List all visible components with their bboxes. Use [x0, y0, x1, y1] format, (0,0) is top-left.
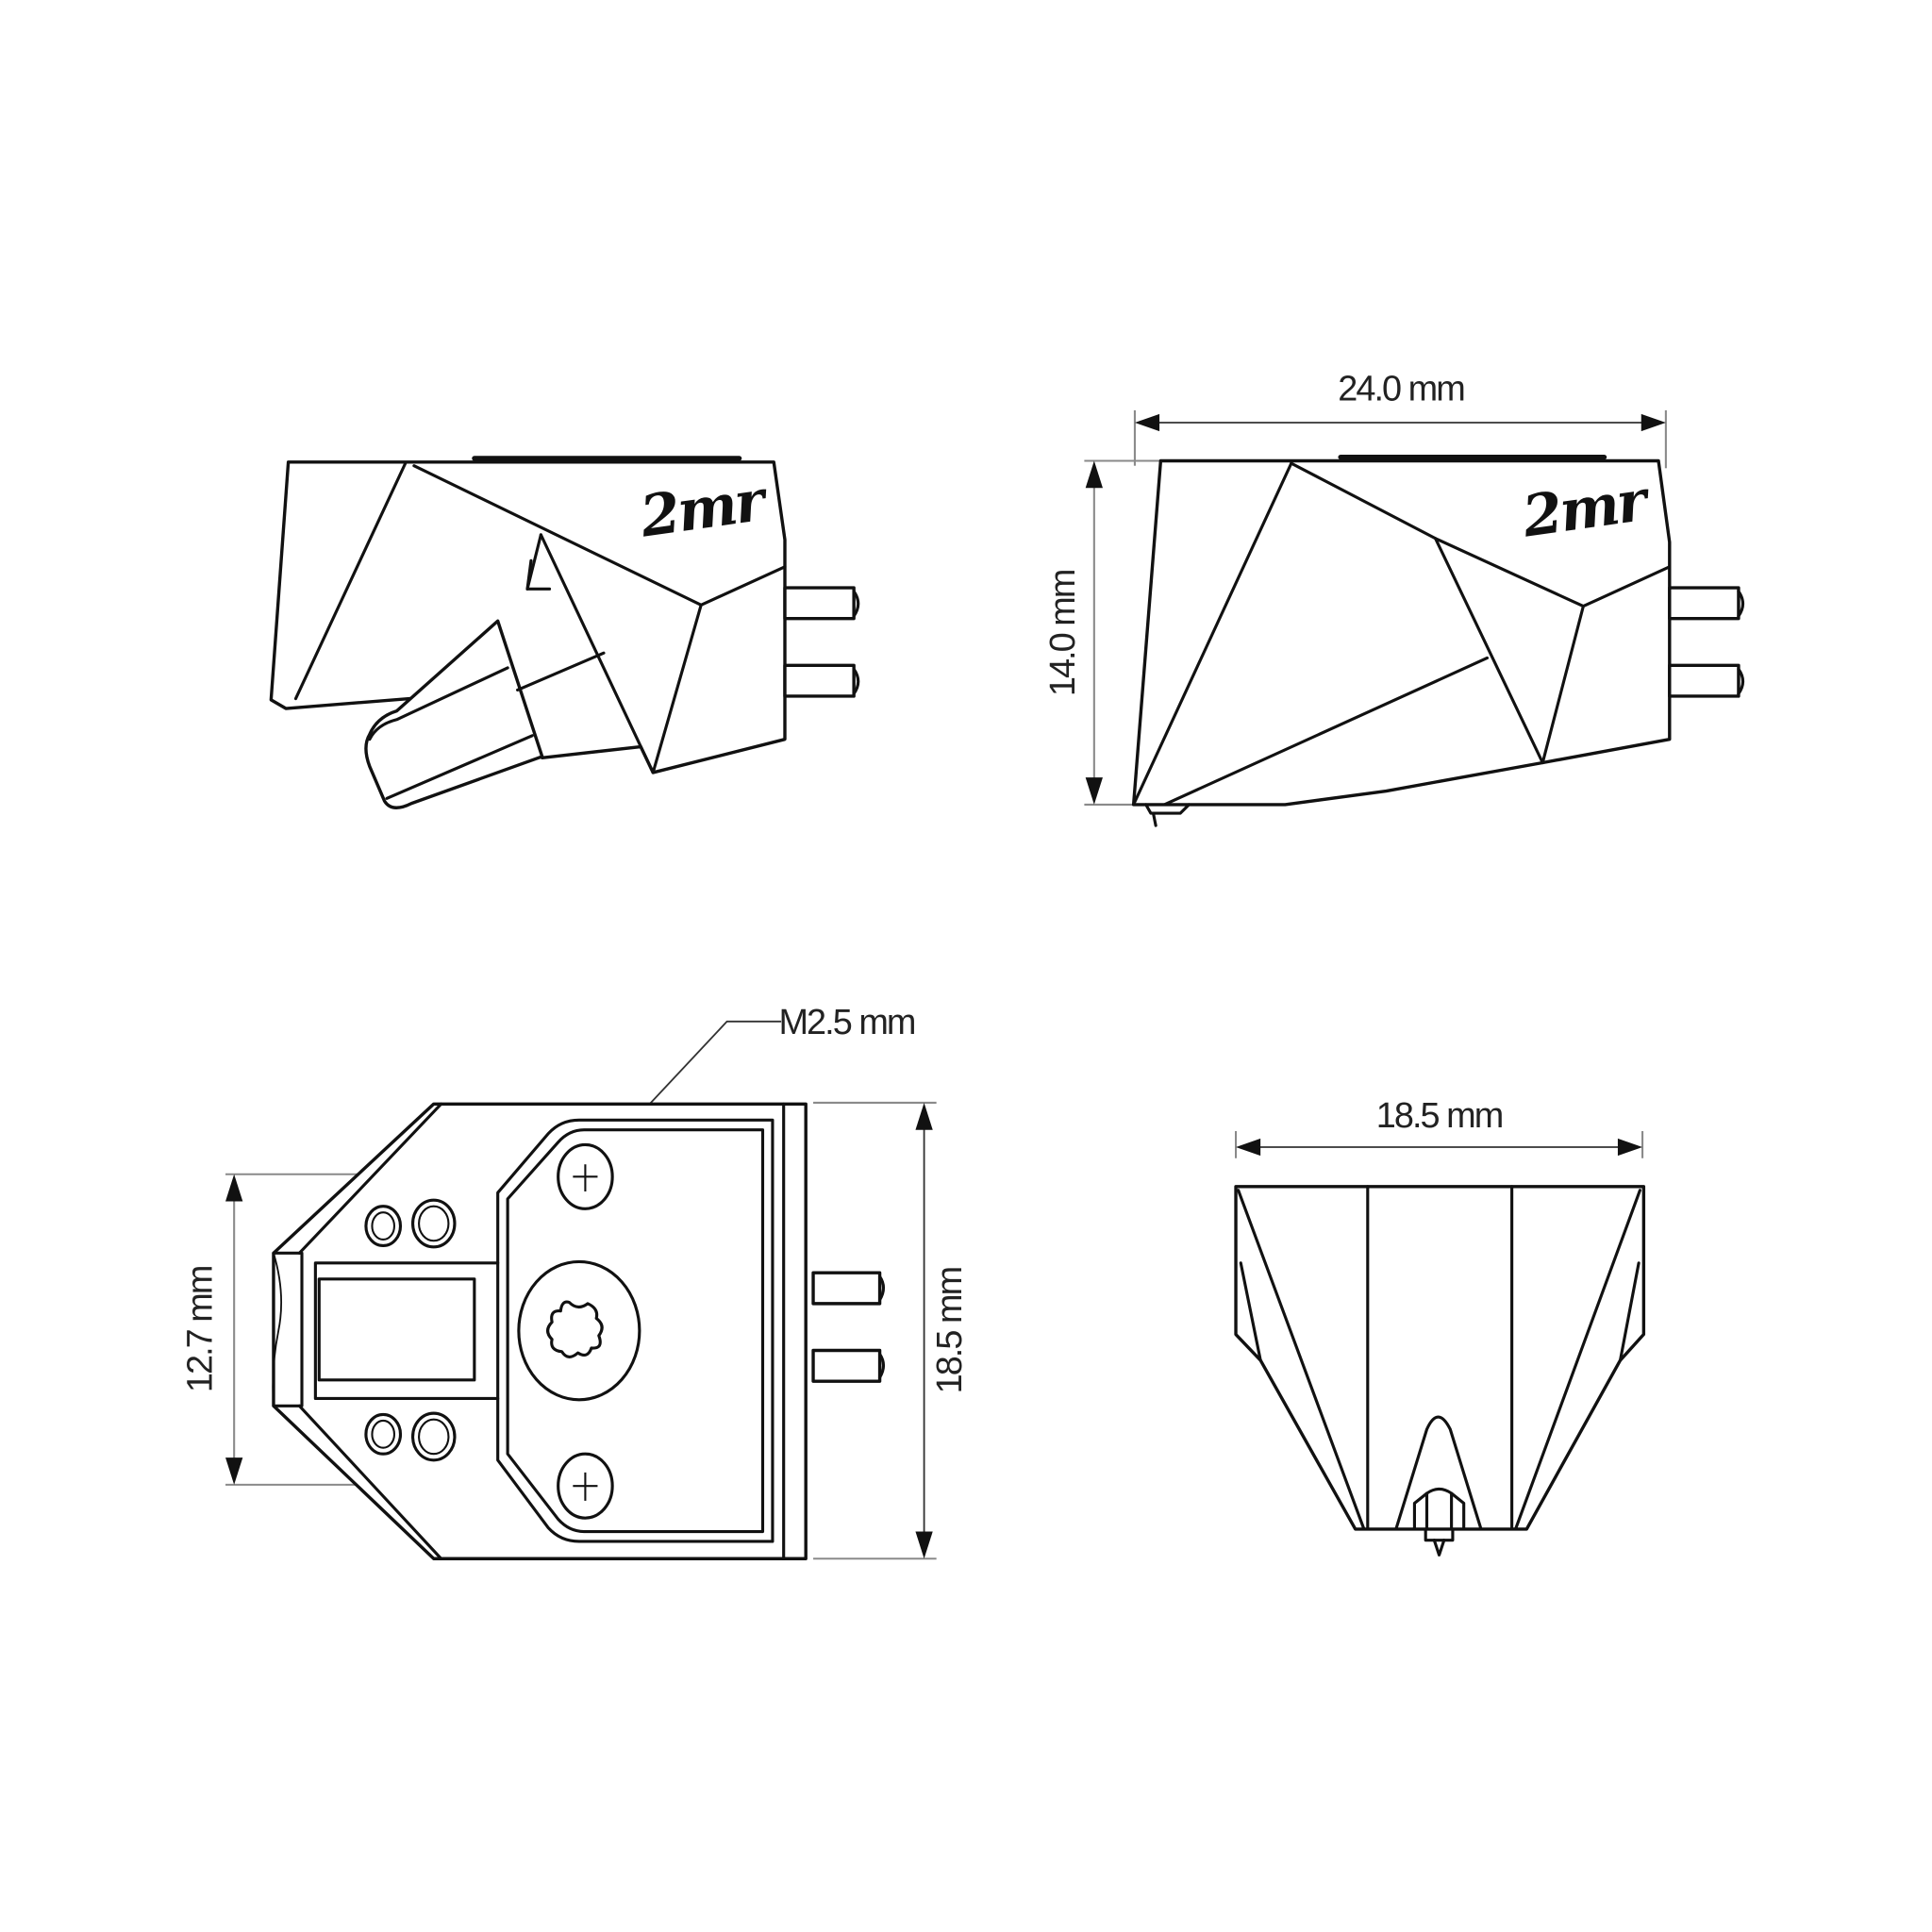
dimension-depth-label: 18.5 mm	[930, 1267, 970, 1393]
screw-size-label: M2.5 mm	[778, 1003, 914, 1042]
front-view: 18.5 mm	[1234, 1096, 1646, 1557]
dimension-width-label: 18.5 mm	[1376, 1096, 1503, 1136]
side-view: 24.0 mm 14.0 mm 2mr	[1043, 369, 1745, 827]
top-view: M2.5 mm 12.7 mm 18.5 mm	[181, 1003, 970, 1560]
dimension-hole-spacing-label: 12.7 mm	[181, 1266, 221, 1392]
side-view-with-guard: 2mr	[269, 456, 860, 809]
dimension-height-label: 14.0 mm	[1043, 570, 1083, 696]
dimension-length-label: 24.0 mm	[1338, 369, 1464, 408]
